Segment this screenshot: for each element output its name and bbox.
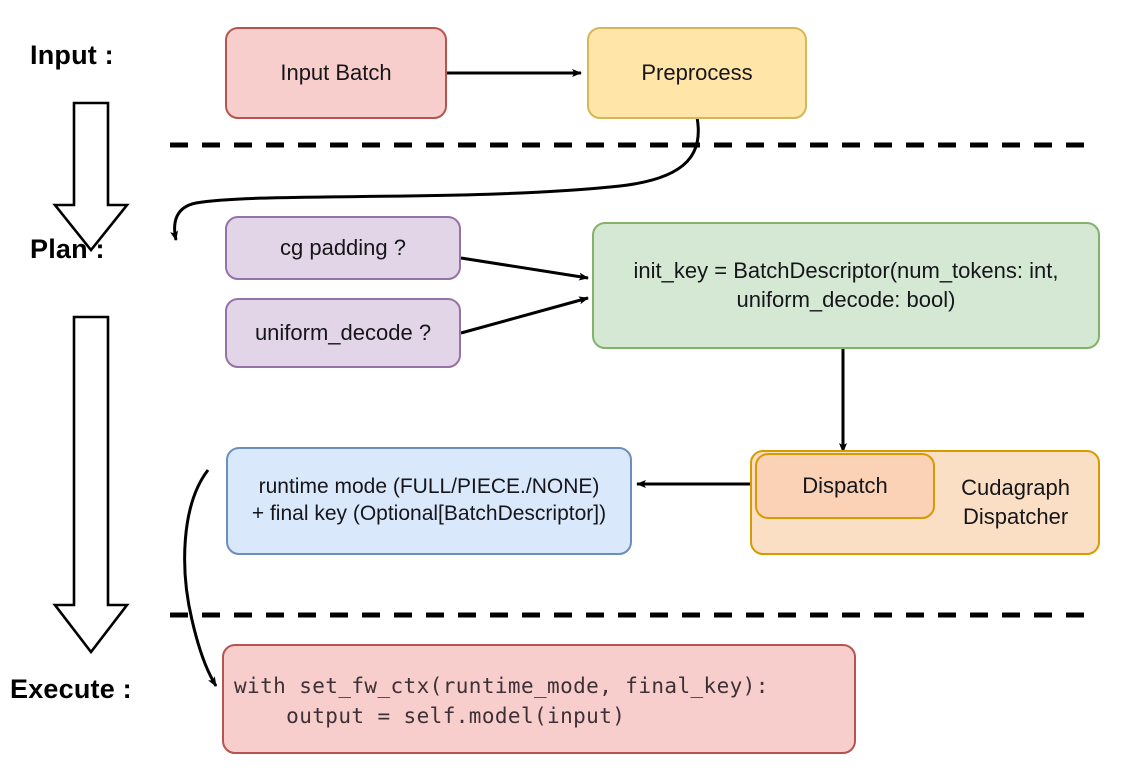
node-cg-padding[interactable]: cg padding ? bbox=[225, 216, 461, 280]
connector-cgpadding-to-initkey bbox=[460, 256, 589, 281]
connector-runtimemode-to-executecode bbox=[183, 469, 218, 687]
node-execute-code[interactable]: with set_fw_ctx(runtime_mode, final_key)… bbox=[222, 644, 856, 754]
connector-uniformdecode-to-initkey bbox=[460, 296, 589, 335]
stage-label-plan: Plan : bbox=[30, 234, 105, 264]
node-init-key[interactable]: init_key = BatchDescriptor(num_tokens: i… bbox=[592, 222, 1100, 349]
block-arrow-plan-to-execute bbox=[52, 315, 130, 655]
node-runtime-mode-label: runtime mode (FULL/PIECE./NONE) + final … bbox=[251, 475, 607, 525]
block-arrow-input-to-plan bbox=[52, 101, 130, 253]
node-execute-code-label: with set_fw_ctx(runtime_mode, final_key)… bbox=[234, 674, 769, 728]
node-cg-padding-label: cg padding ? bbox=[280, 234, 406, 260]
node-dispatch-label: Dispatch bbox=[802, 472, 888, 498]
node-input-batch-label: Input Batch bbox=[280, 59, 392, 85]
node-preprocess-label: Preprocess bbox=[641, 59, 753, 85]
node-uniform-decode[interactable]: uniform_decode ? bbox=[225, 298, 461, 368]
node-dispatch[interactable]: Dispatch bbox=[755, 453, 935, 519]
node-uniform-decode-label: uniform_decode ? bbox=[254, 319, 432, 345]
stage-label-input: Input : bbox=[30, 40, 114, 70]
node-runtime-mode[interactable]: runtime mode (FULL/PIECE./NONE) + final … bbox=[226, 447, 632, 555]
node-init-key-label: init_key = BatchDescriptor(num_tokens: i… bbox=[633, 258, 1059, 312]
node-input-batch[interactable]: Input Batch bbox=[225, 27, 447, 119]
node-cudagraph-dispatcher-label: Cudagraph Dispatcher bbox=[961, 475, 1070, 529]
stage-label-execute: Execute : bbox=[10, 674, 132, 704]
node-preprocess[interactable]: Preprocess bbox=[587, 27, 807, 119]
